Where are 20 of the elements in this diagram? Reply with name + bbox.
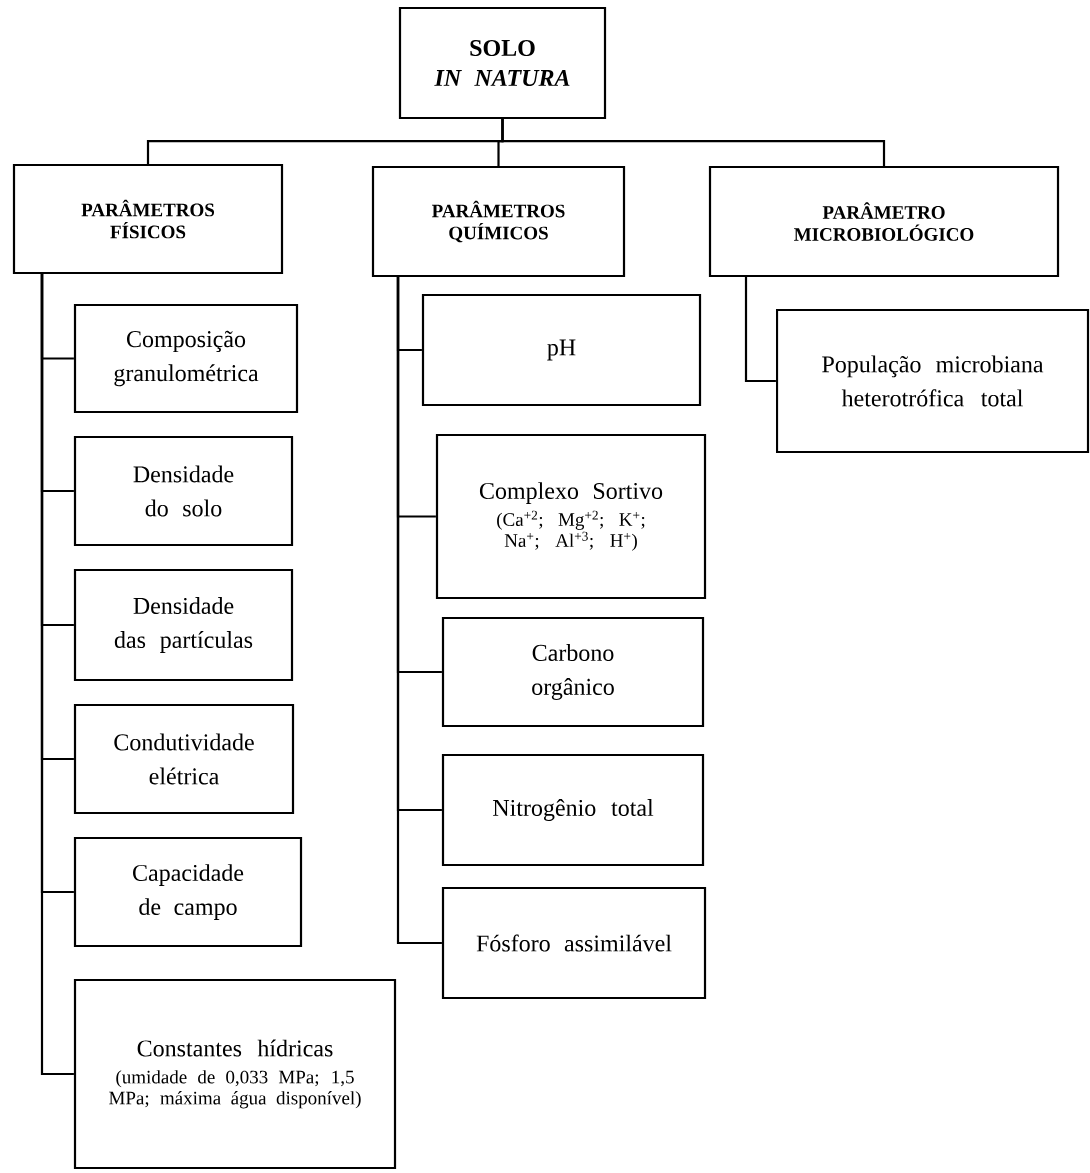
box: Constantes hídricas (umidade de 0,033 MPa; 1,5 MPa; máxima água disponível) <box>73 978 397 1170</box>
box: Densidade das partículas <box>73 568 294 682</box>
connector-line <box>396 276 442 945</box>
connector-line <box>501 119 886 166</box>
box: Complexo Sortivo (Ca$^{+2}$; Mg$^{+2}$; K$^{+}$; Na$^{+}$; Al$^{+3}$; H$^{+}$) <box>435 433 707 600</box>
box: PARÂMETROS QUÍMICOS <box>371 165 626 278</box>
box: Carbono orgânico <box>441 616 705 728</box>
connector-line <box>744 276 776 383</box>
box: pH <box>421 293 702 407</box>
box: PARÂMETROS FÍSICOS <box>12 163 284 275</box>
box: Capacidade de campo <box>73 836 303 948</box>
box: Fósforo assimilável <box>441 886 707 1000</box>
connector-line <box>40 273 74 1076</box>
box: SOLO IN NATURA <box>398 6 607 120</box>
box: Nitrogênio total <box>441 753 705 867</box>
box: Condutividade elétrica <box>73 703 295 815</box>
box: PARÂMETRO MICROBIOLÓGICO <box>708 165 1060 278</box>
box: Densidade do solo <box>73 435 294 547</box>
box: Composição granulométrica <box>73 303 299 414</box>
box: População microbiana heterotrófica total <box>775 308 1090 454</box>
